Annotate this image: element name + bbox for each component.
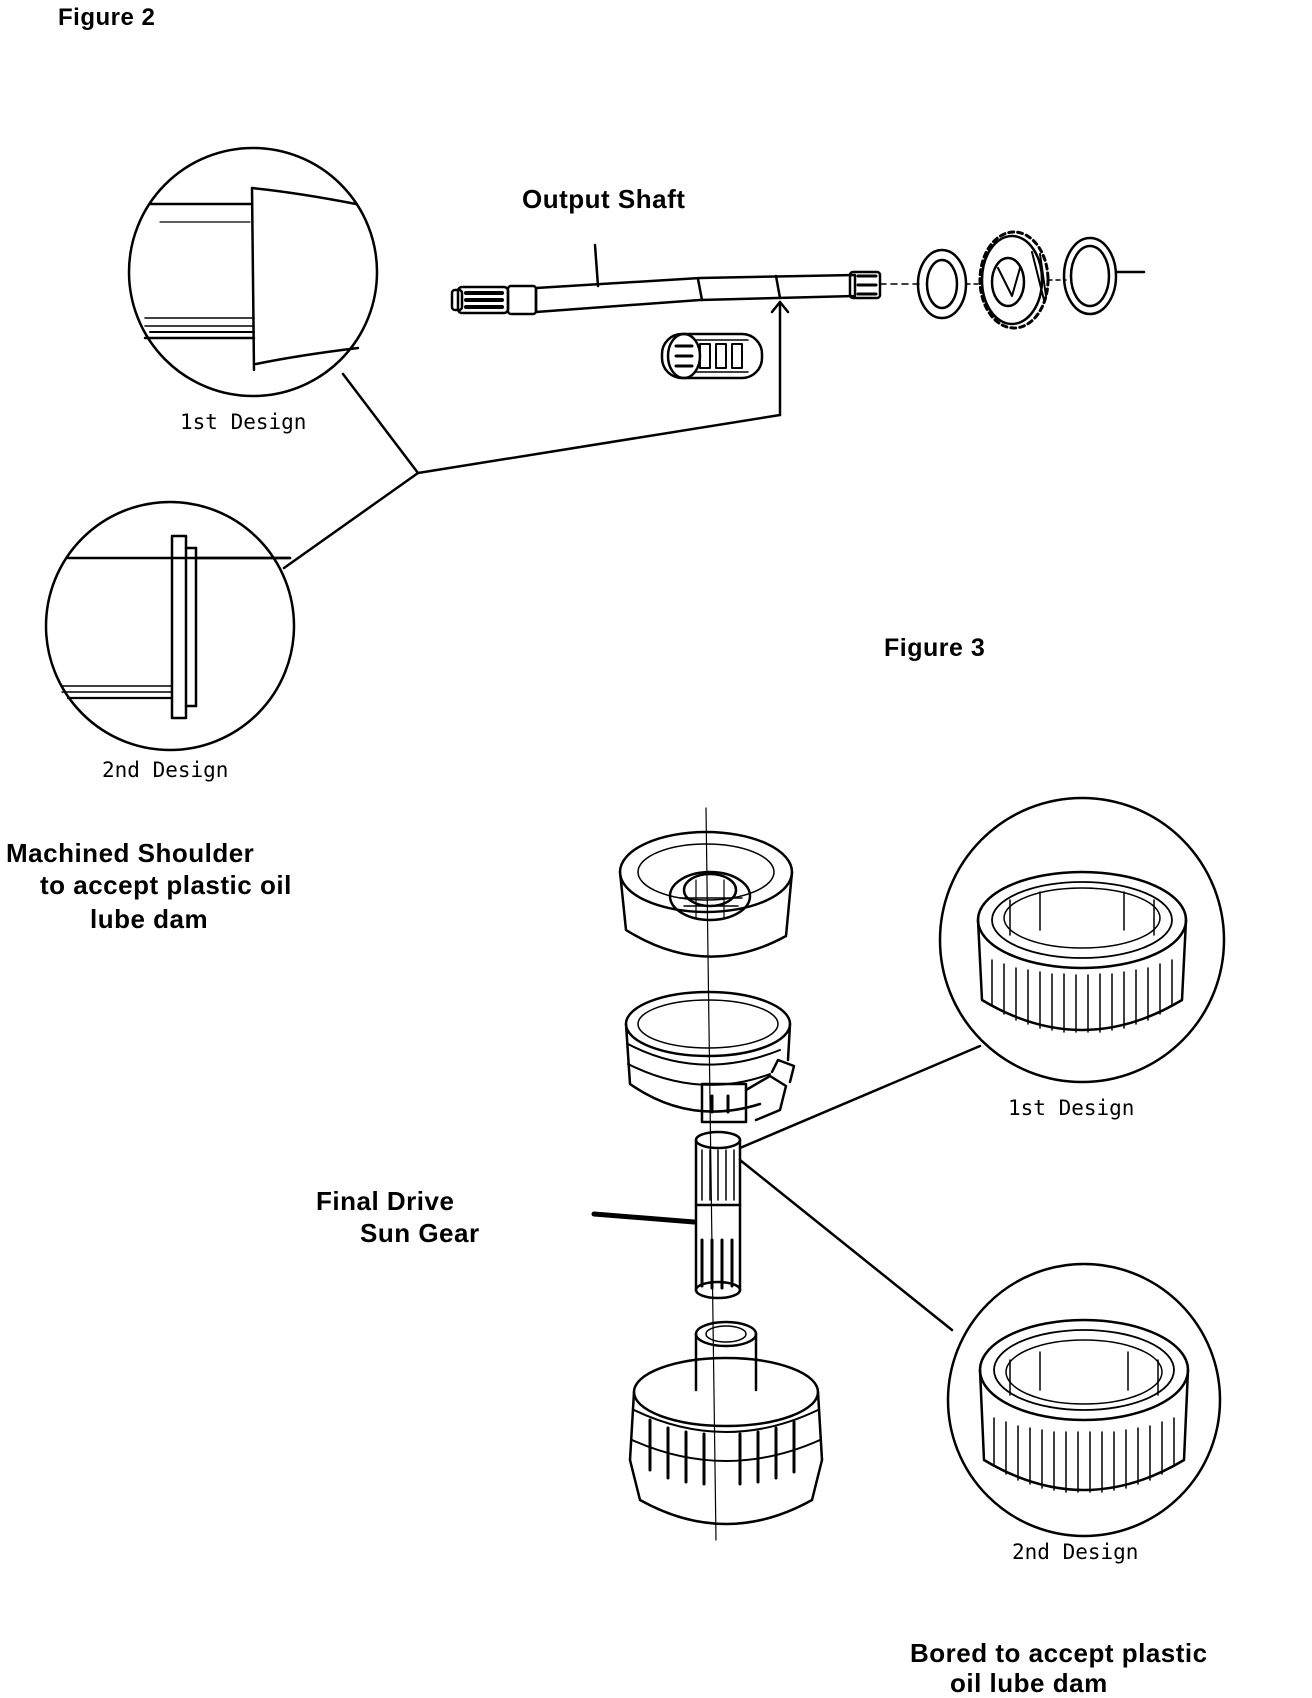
fig2-bearing <box>660 332 764 380</box>
final-drive-label-line-1: Final Drive <box>316 1186 455 1216</box>
fig3-detail-circle-1st-design <box>938 796 1226 1084</box>
fig2-note-line-3: lube dam <box>90 904 209 934</box>
figure-2-title: Figure 2 <box>58 4 156 31</box>
fig2-shaft-components <box>879 230 1146 330</box>
fig2-1st-design-label: 1st Design <box>180 410 307 434</box>
fig3-2nd-design-label: 2nd Design <box>1012 1540 1139 1564</box>
fig3-note-line-1: Bored to accept plastic <box>910 1638 1208 1668</box>
fig2-note-line-2: to accept plastic oil <box>40 870 292 900</box>
fig2-detail-circle-2nd-design <box>44 500 296 752</box>
fig3-planetary-carrier <box>628 1320 824 1526</box>
final-drive-sun-gear <box>591 1130 742 1300</box>
fig3-leader-lines <box>738 1044 982 1332</box>
fig3-drum <box>618 830 794 958</box>
fig3-detail-circle-2nd-design <box>946 1262 1222 1538</box>
fig2-detail-circle-1st-design <box>127 146 379 398</box>
fig2-2nd-design-label: 2nd Design <box>102 758 229 782</box>
fig3-center-axis <box>705 807 717 1541</box>
final-drive-label-line-2: Sun Gear <box>360 1218 480 1248</box>
fig2-leader-lines <box>282 300 790 570</box>
fig3-band <box>624 990 796 1124</box>
output-shaft-label: Output Shaft <box>522 184 686 214</box>
fig3-1st-design-label: 1st Design <box>1008 1096 1135 1120</box>
figure-3-title: Figure 3 <box>884 634 986 662</box>
fig2-note-line-1: Machined Shoulder <box>6 838 255 868</box>
output-shaft <box>450 243 882 316</box>
fig3-note-line-2: oil lube dam <box>950 1668 1108 1698</box>
